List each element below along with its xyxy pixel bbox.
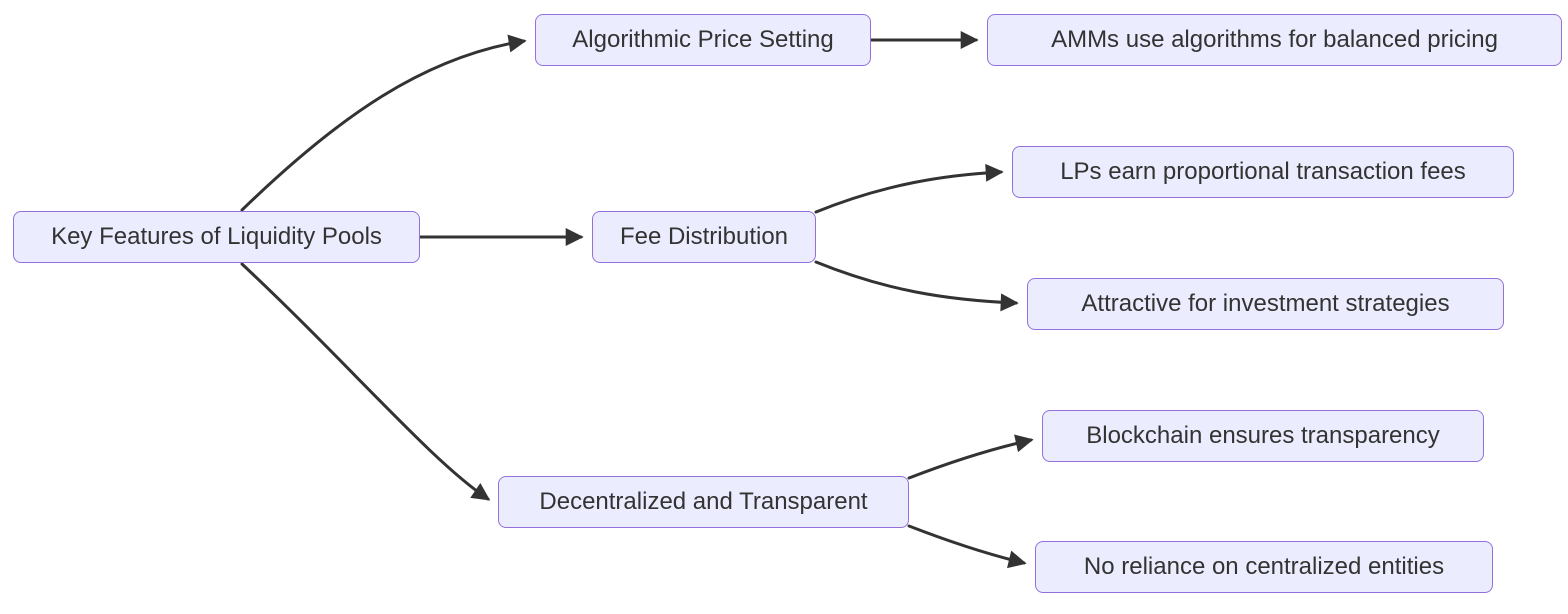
node-blockchain-transparency: Blockchain ensures transparency [1042, 410, 1484, 462]
node-label: Key Features of Liquidity Pools [51, 223, 382, 250]
node-label: Attractive for investment strategies [1081, 290, 1450, 317]
node-label: Algorithmic Price Setting [572, 26, 834, 53]
edge-fee-to-attractive-strategies [814, 260, 1019, 312]
node-algorithmic-price-setting: Algorithmic Price Setting [535, 14, 871, 66]
edge-decentralized-to-no-reliance [907, 524, 1027, 569]
node-label: LPs earn proportional transaction fees [1060, 158, 1466, 185]
node-amms-balanced-pricing: AMMs use algorithms for balanced pricing [987, 14, 1562, 66]
edge-root-to-algorithmic-price-setting [240, 34, 527, 212]
node-no-central-reliance: No reliance on centralized entities [1035, 541, 1493, 593]
node-lps-earn-fees: LPs earn proportional transaction fees [1012, 146, 1514, 198]
node-label: Decentralized and Transparent [539, 488, 868, 515]
node-label: No reliance on centralized entities [1083, 553, 1445, 580]
node-attractive-strategies: Attractive for investment strategies [1027, 278, 1504, 330]
edge-decentralized-to-blockchain [907, 434, 1034, 480]
node-label: Fee Distribution [619, 223, 789, 250]
node-label: AMMs use algorithms for balanced pricing [1051, 26, 1498, 53]
node-fee-distribution: Fee Distribution [592, 211, 816, 263]
node-key-features-of-liquidity-pools: Key Features of Liquidity Pools [13, 211, 420, 263]
node-decentralized-transparent: Decentralized and Transparent [498, 476, 909, 528]
node-label: Blockchain ensures transparency [1086, 422, 1440, 449]
edge-root-to-decentralized-transparent [240, 262, 491, 501]
edge-fee-to-lps-earn-fees [814, 163, 1004, 214]
